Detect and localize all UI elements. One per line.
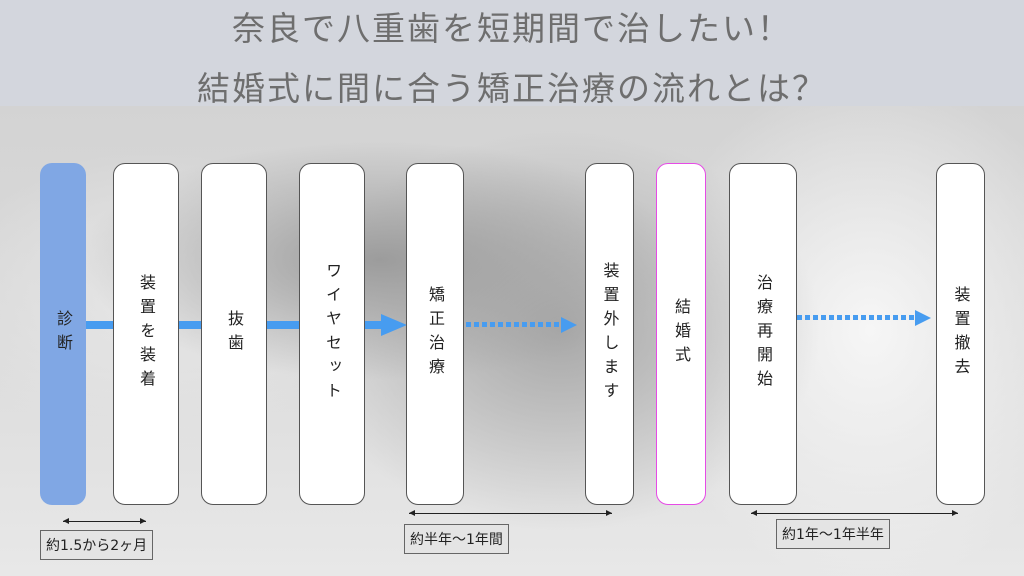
step-remove-device: 装置外します <box>585 163 634 505</box>
step-label: 抜歯 <box>225 310 244 358</box>
step-label: 治療再開始 <box>754 274 773 394</box>
title-band: 奈良で八重歯を短期間で治したい！ 結婚式に間に合う矯正治療の流れとは？ <box>0 0 1024 108</box>
step-orthodontic-treatment: 矯正治療 <box>406 163 464 505</box>
step-label: 矯正治療 <box>426 286 445 382</box>
duration-label-2: 約半年〜1年間 <box>404 524 509 554</box>
step-extraction: 抜歯 <box>201 163 267 505</box>
solid-arrow-head <box>381 314 407 336</box>
title-line-2: 結婚式に間に合う矯正治療の流れとは？ <box>197 69 827 108</box>
dotted-arrow-1 <box>466 322 562 327</box>
step-wedding: 結婚式 <box>656 163 706 505</box>
step-label: 診断 <box>54 310 73 358</box>
duration-label-1: 約1.5から2ヶ月 <box>40 530 154 560</box>
step-install-device: 装置を装着 <box>113 163 179 505</box>
dotted-arrow-2 <box>797 315 915 320</box>
step-diagnosis: 診断 <box>40 163 86 505</box>
step-label: 結婚式 <box>672 298 691 370</box>
duration-span-2 <box>409 510 612 516</box>
step-resume-treatment: 治療再開始 <box>729 163 797 505</box>
duration-span-3 <box>751 510 958 516</box>
duration-span-1 <box>63 518 146 524</box>
step-label: 装置撤去 <box>951 286 971 382</box>
step-label: 装置外します <box>600 262 620 406</box>
step-device-removal: 装置撤去 <box>936 163 985 505</box>
step-wire-set: ワイヤセット <box>299 163 365 505</box>
step-label: 装置を装着 <box>137 274 156 394</box>
dotted-arrow-1-head <box>561 317 577 333</box>
duration-label-3: 約1年〜1年半年 <box>776 519 890 549</box>
step-label: ワイヤセット <box>323 262 342 406</box>
dotted-arrow-2-head <box>915 310 931 326</box>
title-line-1: 奈良で八重歯を短期間で治したい！ <box>232 9 792 48</box>
